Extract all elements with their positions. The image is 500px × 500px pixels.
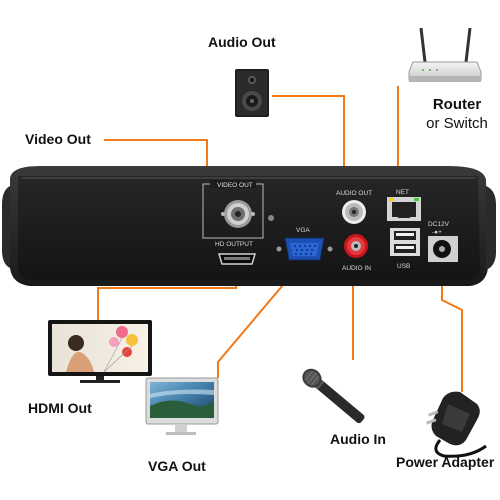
panel-label-audio-in: AUDIO IN <box>342 265 371 272</box>
tv-icon <box>48 320 152 383</box>
panel-label-video-out: VIDEO OUT <box>217 182 253 189</box>
panel-label-vga: VGA <box>296 227 310 234</box>
label-video-out: Video Out <box>25 131 91 147</box>
video-out-port <box>202 180 274 239</box>
label-router-line-1: Router <box>432 96 482 113</box>
panel-label-net: NET <box>396 189 409 196</box>
panel-label-dc-symbol: -●+ <box>432 229 442 236</box>
monitor-icon <box>145 377 219 435</box>
panel-label-dc12v: DC12V <box>428 221 450 228</box>
panel-label-usb: USB <box>397 263 410 270</box>
label-router: Router or Switch <box>416 95 498 133</box>
label-audio-in: Audio In <box>330 431 386 447</box>
panel-label-hd-output: HD OUTPUT <box>215 241 253 248</box>
dc-power-port <box>428 236 458 262</box>
audio-out-port <box>342 200 366 224</box>
usb-ports <box>390 228 420 256</box>
hdmi-port <box>217 253 257 265</box>
panel-label-audio-out: AUDIO OUT <box>336 190 372 197</box>
power-adapter-icon <box>425 391 487 458</box>
panel-labels: VIDEO OUT HD OUTPUT VGA AUDIO OUT AUDIO … <box>215 182 450 272</box>
speaker-icon <box>235 69 269 117</box>
label-vga-out: VGA Out <box>148 458 206 474</box>
microphone-icon <box>302 368 365 424</box>
label-hdmi-out: HDMI Out <box>28 400 92 416</box>
net-port <box>387 197 421 221</box>
vga-port <box>276 237 333 261</box>
router-icon <box>408 27 482 82</box>
label-audio-out: Audio Out <box>208 34 276 50</box>
label-router-line-2: or Switch <box>426 115 488 132</box>
label-power-adapter: Power Adapter <box>396 454 495 470</box>
audio-in-port <box>344 234 368 258</box>
line-video-out <box>104 139 208 177</box>
